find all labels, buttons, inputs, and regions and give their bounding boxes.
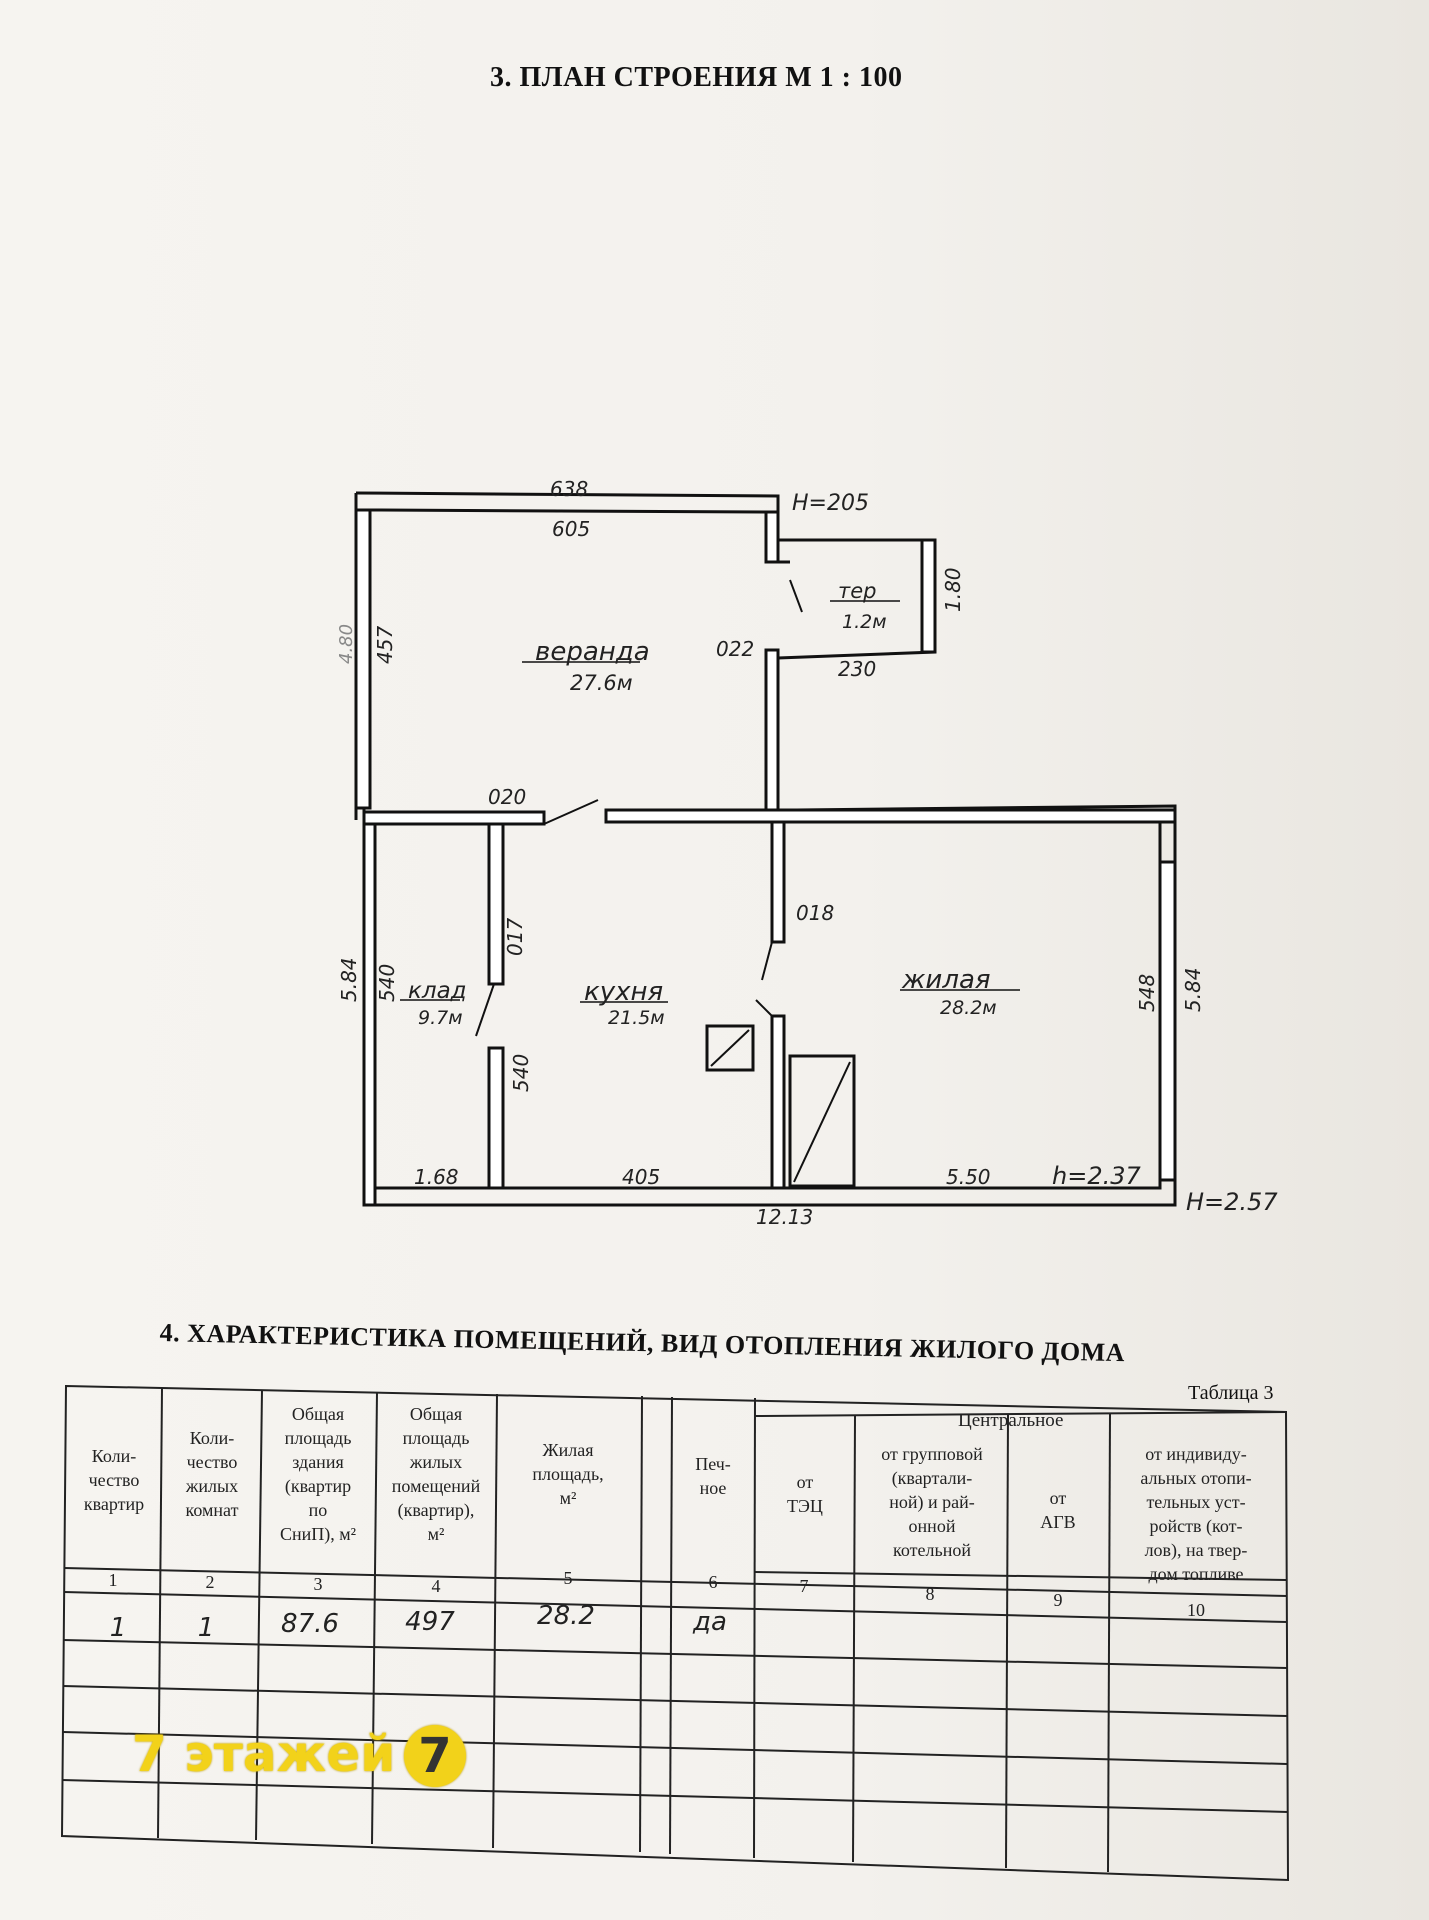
room-klad-area: 9.7м [418,1007,463,1029]
col-number-3: 3 [314,1574,323,1594]
header-col3-line2: площадь [285,1428,352,1448]
header-col7-line2: ТЭЦ [787,1496,823,1516]
dim-bottom-405: 405 [622,1165,660,1189]
cell-r1-c5: 28.2 [537,1601,595,1631]
header-col9-line2: АГВ [1040,1512,1075,1532]
dim-bottom-total: 12.13 [756,1205,813,1229]
header-col8-line5: котельной [893,1540,971,1560]
dim-left-inner-veranda: 457 [373,626,397,664]
table-label: Таблица 3 [1188,1382,1274,1404]
room-klad-name: клад [408,978,467,1004]
header-col6-line1: Печ- [695,1454,731,1474]
group-header-central: Центральное [958,1410,1063,1431]
header-col10-line2: альных отопи- [1140,1468,1251,1488]
header-col3-line5: по [309,1500,328,1520]
dim-left-inner-klad: 540 [375,964,399,1002]
dim-partition-020: 020 [488,785,526,809]
dim-veranda-height: H=205 [792,491,869,516]
col-number-5: 5 [564,1568,573,1588]
dim-partition-018: 018 [796,901,834,925]
room-terrace-area: 1.2м [842,611,887,633]
cell-r1-c3: 87.6 [281,1609,339,1639]
header-col1-line3: квартир [84,1494,144,1514]
dim-bottom-168: 1.68 [414,1165,459,1189]
header-col10-line4: ройств (кот- [1150,1516,1243,1537]
section-3-title: 3. ПЛАН СТРОЕНИЯ М 1 : 100 [490,62,903,93]
header-col2-line1: Коли- [190,1428,234,1448]
watermark-text: 7 этажей [132,1725,396,1783]
watermark-logo-icon: 7 [404,1725,466,1787]
room-terrace-name: тер [838,579,876,603]
floor-plan: веранда 27.6м тер 1.2м клад 9.7м кухня 2… [336,477,1278,1229]
header-col8-line4: онной [909,1516,956,1536]
header-col10-line1: от индивиду- [1145,1444,1246,1464]
dim-right-outer: 5.84 [1181,967,1205,1012]
header-col10-line5: лов), на твер- [1145,1540,1248,1561]
cell-r1-c2: 1 [198,1613,215,1643]
room-veranda-area: 27.6м [570,671,633,695]
dim-left-outer-veranda: 4.80 [336,624,357,664]
header-col5-line1: Жилая [542,1440,593,1460]
dim-wall-022: 022 [716,637,754,661]
fixture-icon [788,1054,856,1188]
col-number-7: 7 [800,1576,809,1596]
header-col4-line5: (квартир), [398,1500,475,1521]
dim-left-outer-house: 5.84 [337,957,361,1002]
header-col10-line6: дом топливе [1149,1564,1244,1584]
dim-right-inner: 548 [1135,974,1159,1012]
header-col6-line2: ное [700,1478,727,1498]
stove-icon [705,1024,755,1072]
room-veranda-name: веранда [535,637,650,667]
header-col9-line1: от [1050,1488,1067,1508]
header-col3-line1: Общая [292,1404,344,1424]
cell-r1-c1: 1 [110,1613,127,1643]
room-kitchen-area: 21.5м [608,1007,665,1029]
header-col4-line6: м² [428,1524,445,1544]
header-col4-line2: площадь [403,1428,470,1448]
col-number-4: 4 [432,1576,441,1596]
header-col4-line3: жилых [409,1452,462,1472]
header-col2-line4: комнат [186,1500,239,1520]
room-living-area: 28.2м [940,997,997,1019]
header-col5-line2: площадь, [532,1464,603,1484]
room-kitchen-name: кухня [584,977,663,1007]
room-living-name: жилая [901,965,991,995]
header-col3-line4: (квартир [285,1476,351,1497]
header-col8-line2: (квартали- [892,1468,973,1489]
header-col2-line2: чество [187,1452,238,1472]
col-number-9: 9 [1054,1590,1063,1610]
header-col3-line6: СниП), м² [280,1524,356,1545]
dim-kitchen-540: 540 [509,1054,533,1092]
col-number-6: 6 [709,1572,718,1592]
header-col4-line4: помещений [392,1476,481,1496]
header-col1-line1: Коли- [92,1446,136,1466]
header-col3-line3: здания [292,1452,343,1472]
header-col1-line2: чество [89,1470,140,1490]
dim-top-inner: 605 [552,517,590,541]
dim-top-outer: 638 [550,477,588,501]
cell-r1-c4: 497 [405,1607,455,1637]
header-col8-line1: от групповой [881,1444,983,1464]
col-number-8: 8 [926,1584,935,1604]
dim-terrace-depth: 1.80 [941,567,965,612]
header-col10-line3: тельных уст- [1146,1492,1245,1512]
header-col2-line3: жилых [185,1476,238,1496]
header-col8-line3: ной) и рай- [889,1492,975,1513]
cell-r1-c6: да [692,1607,727,1637]
col-number-2: 2 [206,1572,215,1592]
header-col5-line3: м² [560,1488,577,1508]
col-number-10: 10 [1187,1600,1205,1620]
col-number-1: 1 [109,1570,118,1590]
dim-h-outer: H=2.57 [1186,1188,1278,1216]
dim-partition-017: 017 [503,918,527,956]
dim-bottom-550: 5.50 [946,1165,991,1189]
header-col7-line1: от [797,1472,814,1492]
dim-terrace-width: 230 [838,657,876,681]
header-col4-line1: Общая [410,1404,462,1424]
dim-h-inner: h=2.37 [1052,1162,1141,1190]
